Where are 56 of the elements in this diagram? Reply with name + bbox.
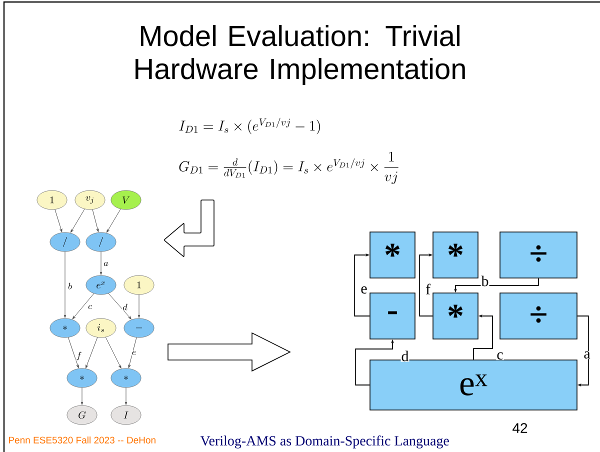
graph-node: $i_s$: [86, 318, 116, 338]
connector: [354, 253, 370, 316]
arrow: [128, 337, 137, 368]
edge-label: f: [425, 283, 431, 295]
arrow: [54, 209, 62, 232]
edge-label: $c$: [88, 304, 92, 310]
arrow: [105, 336, 122, 368]
graph-node: $/$: [50, 232, 80, 252]
graph-node: $1$: [124, 275, 154, 295]
graph-node: $I$: [110, 405, 142, 425]
graph-node: $e^x$: [86, 275, 116, 295]
graph-node: $-$: [124, 318, 154, 338]
page-number: 42: [512, 423, 528, 433]
arrow: [106, 208, 121, 233]
graph-node: $G$: [66, 405, 98, 425]
edge-label: $a$: [103, 262, 109, 266]
arrow: [80, 387, 84, 405]
graph-node: $*$: [50, 318, 80, 338]
connector: [419, 253, 434, 316]
divider-block: ÷: [500, 292, 578, 340]
title: Model Evaluation: Trivial Hardware Implementation: [136, 24, 465, 86]
edge-label: b: [480, 275, 490, 287]
arrow: [100, 251, 102, 275]
graph-node: $v_j$: [74, 190, 106, 210]
arrow: [68, 337, 79, 368]
graph-node: $/$: [86, 232, 116, 252]
multiplier-block: *: [370, 232, 416, 278]
edge-label: $b$: [68, 282, 72, 290]
edge-label: $d$: [122, 303, 128, 311]
multiplier-block: *: [432, 292, 478, 340]
edge-label: $e$: [131, 350, 137, 356]
connector: [576, 316, 589, 387]
subtractor-block: -: [370, 292, 416, 340]
formula: $I_{D1} = I_s \times (e^{V_{D1}/vj} - 1)$: [179, 118, 320, 134]
edge-label: $f$: [76, 352, 82, 360]
formula: $G_{D1} = \tfrac{d}{dV_{D1}}(I_{D1}) = I_s \times e^{V_{D1}/vj} \times \dfrac{1}{vj}$: [179, 152, 398, 184]
graph-node: $*$: [110, 368, 142, 388]
arrow: [108, 293, 132, 320]
divider-block: ÷: [500, 232, 578, 278]
arrow: [124, 387, 128, 405]
footer-text: Penn ESE5320 Fall 2023 -- DeHon: [9, 436, 156, 444]
graph-node: $V$: [110, 190, 142, 210]
arrow: [72, 293, 94, 320]
arrow: [70, 208, 85, 233]
graph-node: $*$: [66, 368, 98, 388]
arrow: [138, 294, 140, 318]
edge-label: c: [496, 352, 504, 360]
edge-label: d: [400, 350, 410, 362]
edge-label: a: [583, 350, 591, 360]
arrow: [92, 209, 99, 232]
multiplier-block: *: [432, 232, 478, 278]
arrow: [64, 251, 66, 318]
graph-node: $1$: [36, 190, 68, 210]
footer-title: Verilog-AMS as Domain-Specific Language: [200, 436, 449, 448]
edge-label: e: [360, 286, 368, 294]
arrow: [86, 337, 98, 368]
